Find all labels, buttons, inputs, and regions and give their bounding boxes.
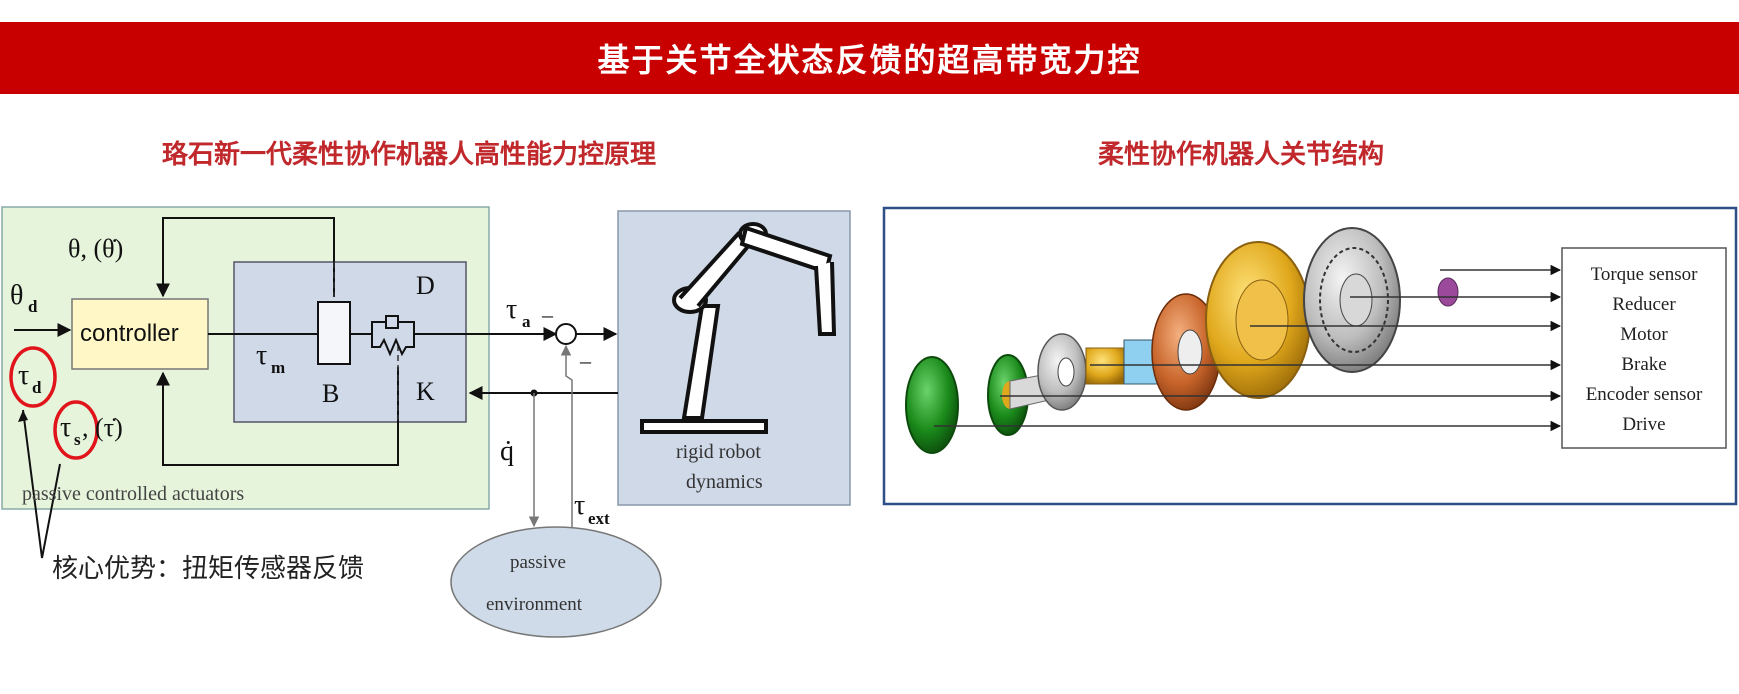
motor-bore — [1177, 329, 1203, 375]
tau-ext-label: τ — [574, 490, 585, 521]
environment-label-line2: environment — [486, 594, 583, 615]
tau-ext-arrow — [560, 344, 573, 528]
header-banner: 基于关节全状态反馈的超高带宽力控 — [0, 22, 1739, 94]
left-panel-subtitle: 珞石新一代柔性协作机器人高性能力控原理 — [162, 140, 657, 170]
brake-hub — [1085, 347, 1127, 385]
rigid-robot-label-line1: rigid robot — [676, 441, 761, 463]
component-label-brake: Brake — [1621, 354, 1666, 375]
robot-arm-icon — [640, 222, 837, 434]
torque-sensor-center — [1339, 273, 1373, 327]
component-label-motor: Motor — [1620, 324, 1668, 345]
minus-bottom-label: – — [579, 348, 592, 373]
reducer-inner — [1235, 279, 1289, 361]
controller-block — [71, 298, 209, 370]
drive-board — [905, 356, 959, 454]
q-dot-label: q̇ — [500, 436, 514, 467]
summing-junction — [555, 323, 577, 345]
b-label: B — [322, 379, 339, 408]
theta-feedback-label: θ, (θ̇) — [68, 234, 123, 263]
theta-d-subscript: d — [28, 297, 38, 316]
caption-pointer-arrowhead — [18, 410, 28, 422]
tau-s-subscript: s — [74, 430, 81, 449]
torque-sensor-teeth — [1319, 247, 1389, 353]
component-legend-box — [1561, 247, 1727, 449]
rigid-robot-label-line2: dynamics — [686, 471, 763, 493]
caption-pointer-lines — [22, 409, 61, 559]
page-title: 基于关节全状态反馈的超高带宽力控 — [597, 41, 1142, 79]
tau-m-subscript: m — [271, 358, 285, 377]
tau-d-subscript: d — [32, 378, 42, 397]
exploded-joint-drawing — [905, 227, 1459, 454]
brake-hole — [1057, 357, 1075, 387]
passive-actuators-label: passive controlled actuators — [22, 483, 244, 505]
tau-ext-subscript: ext — [588, 509, 610, 528]
k-label: K — [416, 377, 435, 406]
d-label: D — [416, 271, 435, 300]
environment-label-line1: passive — [510, 552, 566, 573]
component-label-encoder-sensor: Encoder sensor — [1586, 384, 1703, 405]
minus-top-label: – — [541, 302, 554, 327]
b-element — [317, 301, 351, 365]
tau-d-label: τ — [18, 360, 29, 391]
torque-sensor-connector — [1437, 277, 1459, 307]
tau-s-label: τ — [60, 412, 71, 443]
spring-damper-element — [371, 321, 415, 357]
component-label-drive: Drive — [1622, 414, 1665, 435]
tau-a-subscript: a — [522, 312, 531, 331]
environment-block — [450, 526, 662, 638]
controller-label: controller — [80, 320, 179, 347]
tau-a-label: τ — [506, 294, 517, 325]
theta-feedback-line — [156, 217, 335, 298]
component-label-reducer: Reducer — [1612, 294, 1676, 315]
tau-d-highlight — [9, 346, 57, 408]
right-panel-subtitle: 柔性协作机器人关节结构 — [1098, 140, 1385, 170]
damper-element — [385, 315, 399, 329]
component-label-torque-sensor: Torque sensor — [1591, 264, 1699, 285]
tau-m-label: τ — [256, 340, 267, 371]
theta-d-label: θ — [10, 280, 23, 311]
tau-s-highlight — [53, 400, 99, 460]
core-advantage-caption: 核心优势：扭矩传感器反馈 — [52, 554, 365, 584]
tau-s-dot-label: , (τ̇) — [82, 413, 123, 442]
